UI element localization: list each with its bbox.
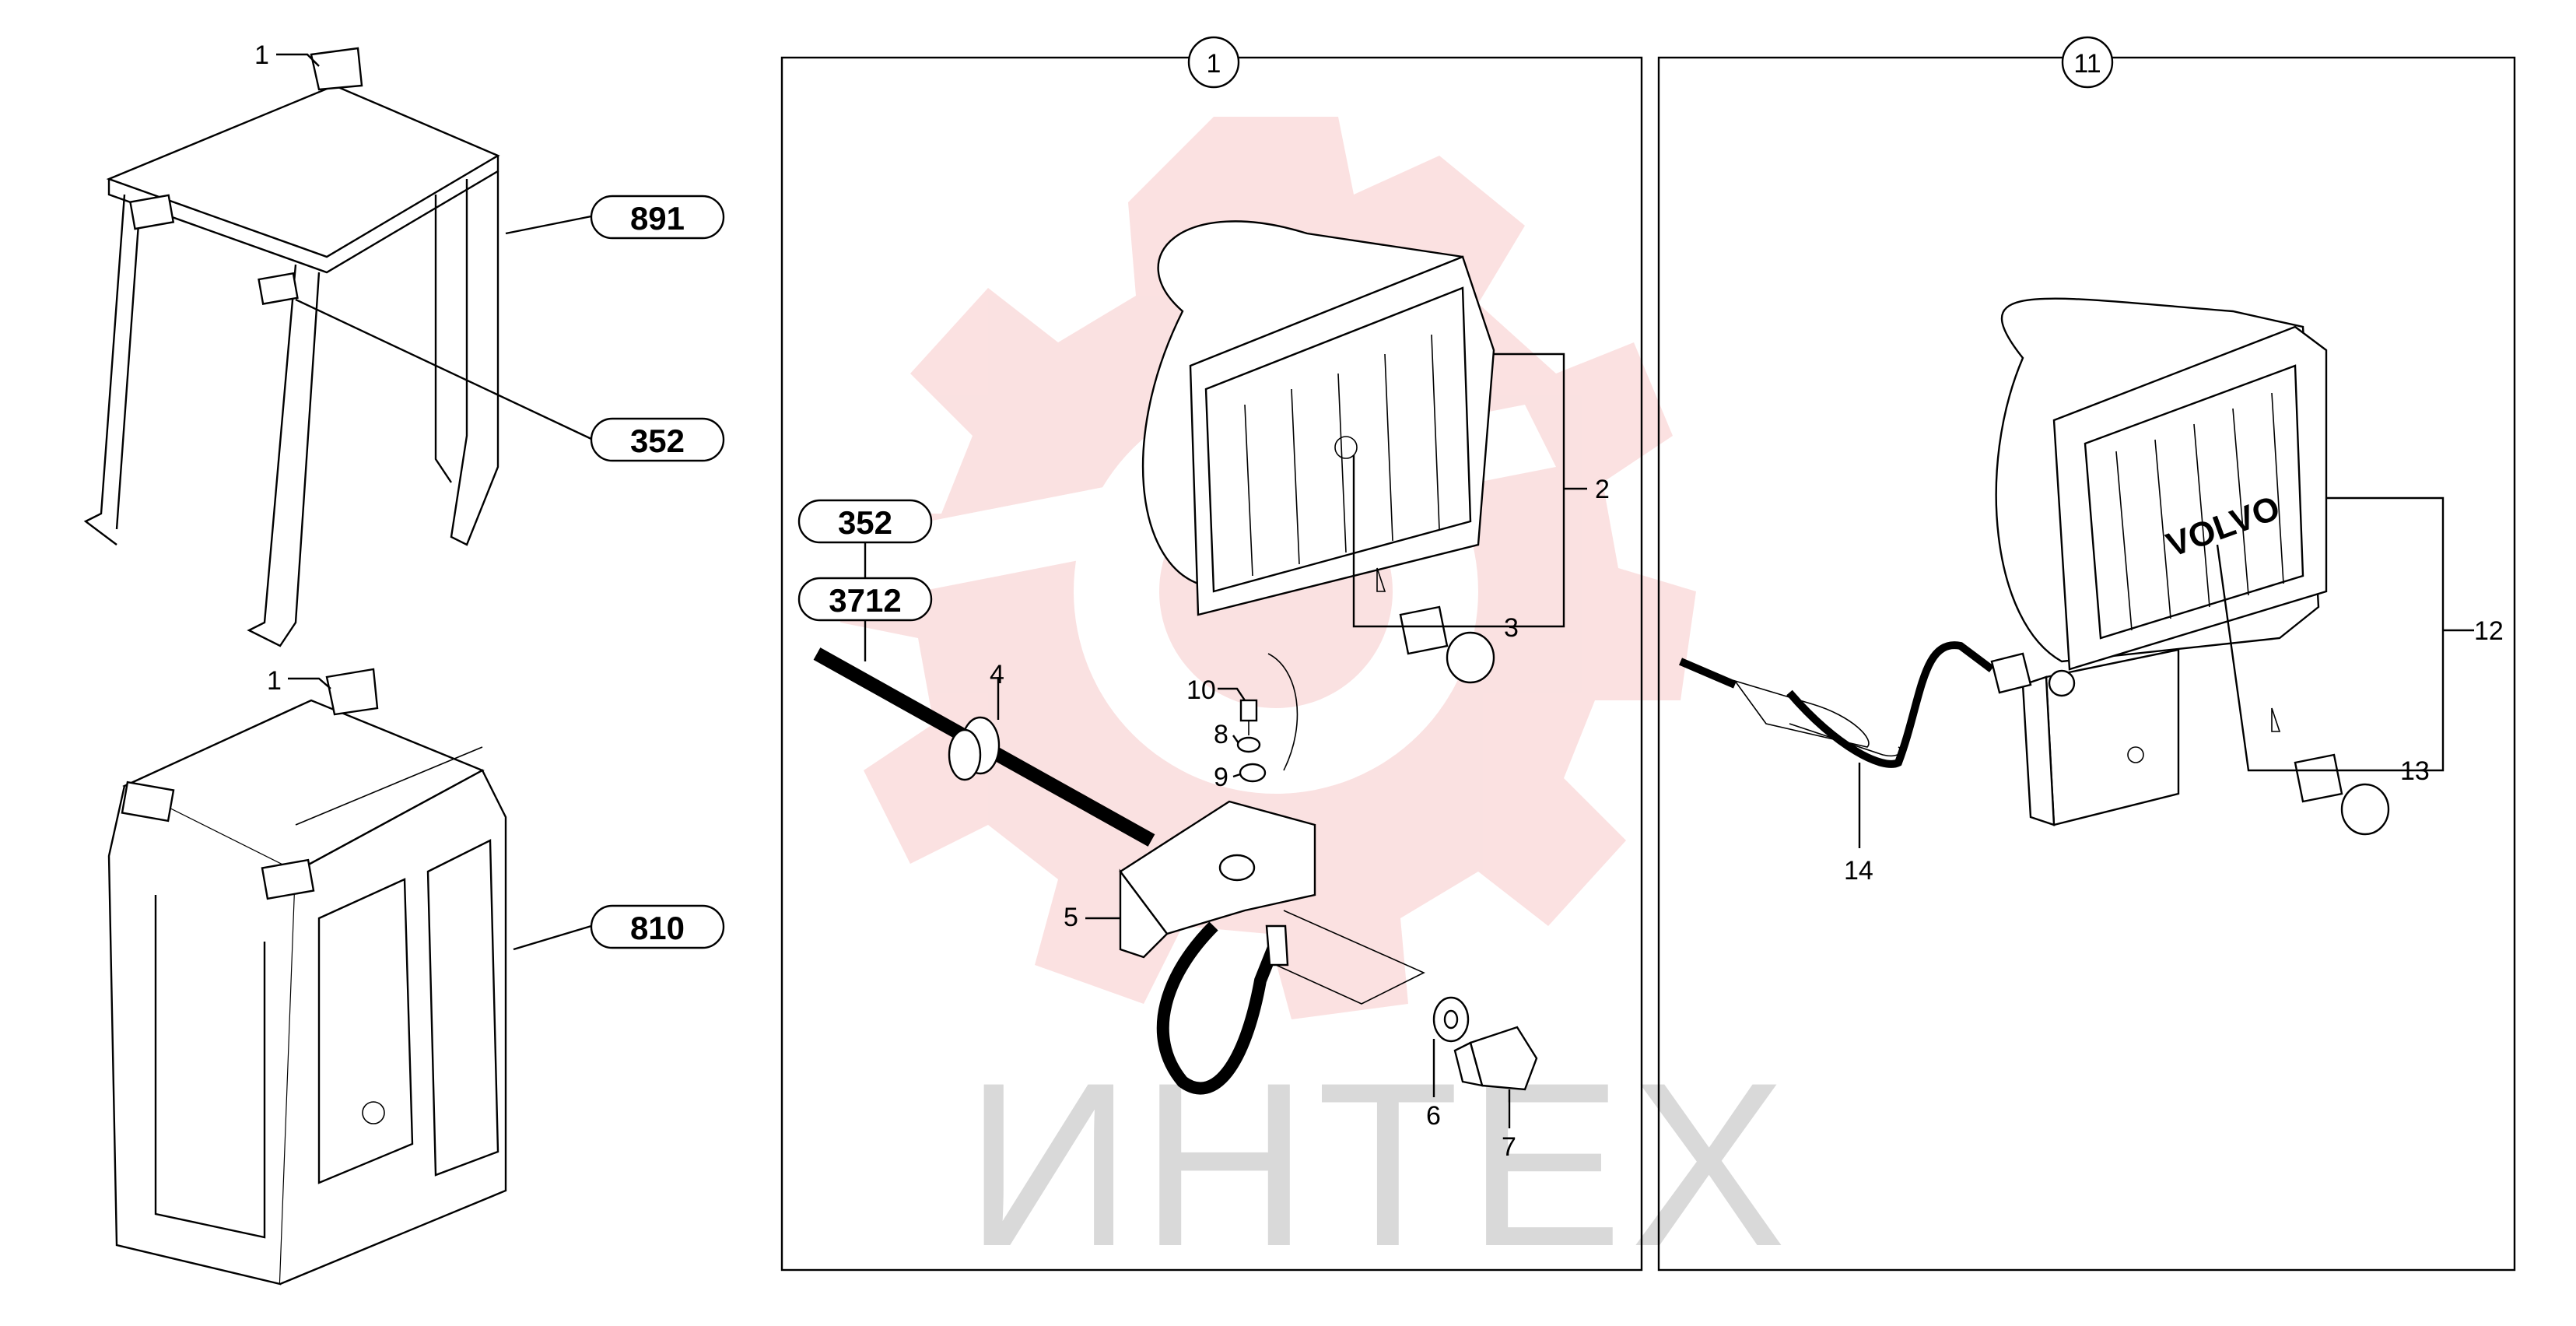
callout-2: 2 [1595,475,1610,504]
detail-panel-1-label: 1 [1207,49,1221,79]
badge-352-cable-label: 352 [838,504,892,541]
callout-12: 12 [2474,616,2504,646]
washer-8 [1236,736,1261,753]
callout-1-bottom: 1 [267,666,282,696]
callout-8: 8 [1214,720,1228,749]
bolt-7 [1453,1026,1538,1091]
cab-frame-assembly [83,47,500,647]
screw-10 [1239,699,1258,735]
assembly-badge-891[interactable]: 891 [505,195,725,240]
lock-washer-9 [1239,763,1267,783]
work-lamp-square: VOLVO [1995,297,2328,826]
callout-1-top: 1 [254,40,269,70]
ground-cable [1156,921,1282,1095]
callout-5: 5 [1064,903,1078,932]
detail-panel-1: 1 [780,36,1643,1272]
lamp-bulb-3 [1376,567,1495,684]
callout-3: 3 [1504,613,1519,643]
wire-harness-14 [1679,641,2032,768]
callout-13: 13 [2400,756,2430,786]
assembly-badge-352-cab[interactable]: 352 [295,298,725,462]
assembly-badge-352-cable[interactable]: 352 [797,499,933,544]
badge-891-label: 891 [630,200,685,237]
lamp-mount-top [276,53,320,67]
mounting-bracket-5 [1119,800,1425,1005]
callout-4: 4 [990,660,1004,689]
cab-assembly [107,668,507,1286]
callout-6: 6 [1426,1101,1441,1131]
callout-9: 9 [1214,763,1228,792]
callout-7: 7 [1502,1132,1516,1162]
lamp-bulb-13 [2271,707,2390,836]
assembly-badge-810[interactable]: 810 [513,904,725,951]
badge-3712-label: 3712 [829,582,901,619]
washer-6 [1432,996,1470,1043]
detail-panel-11: 11 [1657,36,2516,1272]
watermark-text: ИНТЕХ [965,1033,1794,1295]
detail-panel-11-label: 11 [2073,49,2101,79]
lamp-mount-bottom [288,677,331,689]
grommet-4 [948,716,1001,781]
badge-810-label: 810 [630,910,685,946]
callout-10: 10 [1186,675,1216,705]
work-lamp-rectangular [1141,220,1495,616]
callout-14: 14 [1844,856,1873,886]
badge-352-cab-label: 352 [630,423,685,459]
assembly-badge-3712[interactable]: 3712 [797,577,933,622]
